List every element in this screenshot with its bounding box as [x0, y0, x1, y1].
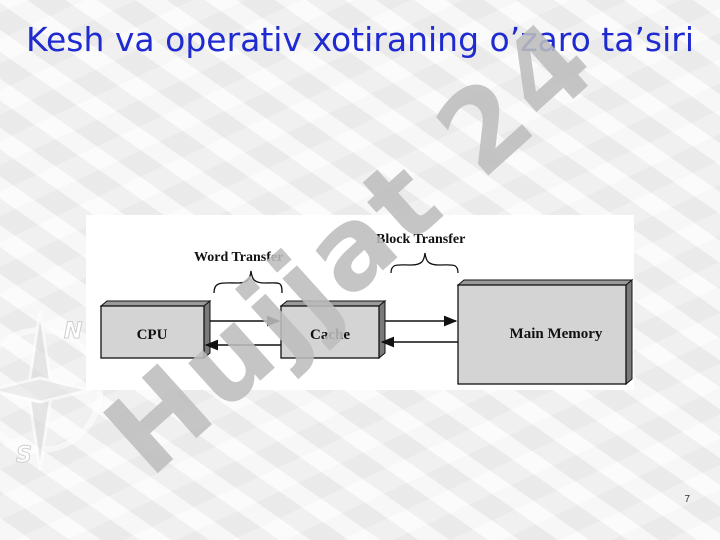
cache-label: Cache [310, 327, 350, 343]
cpu-label: CPU [137, 327, 168, 343]
cache-box: Cache [279, 299, 387, 360]
main-memory-box: Main Memory [456, 278, 634, 386]
slide-title: Kesh va operativ xotiraning o’zaro ta’si… [25, 20, 695, 59]
block-transfer-label: Block Transfer [376, 232, 465, 247]
main-memory-label: Main Memory [510, 326, 603, 342]
page-number: 7 [684, 494, 690, 505]
word-transfer-label: Word Transfer [194, 250, 283, 265]
cpu-box: CPU [99, 299, 212, 360]
word-transfer-brace [213, 270, 283, 294]
cache-memory-diagram: Word Transfer Block Transfer CPU Cache M… [86, 215, 634, 390]
block-transfer-brace [390, 252, 459, 274]
compass-decoration: N S [0, 309, 103, 471]
compass-south-label: S [16, 443, 32, 468]
compass-north-label: N [64, 319, 82, 344]
